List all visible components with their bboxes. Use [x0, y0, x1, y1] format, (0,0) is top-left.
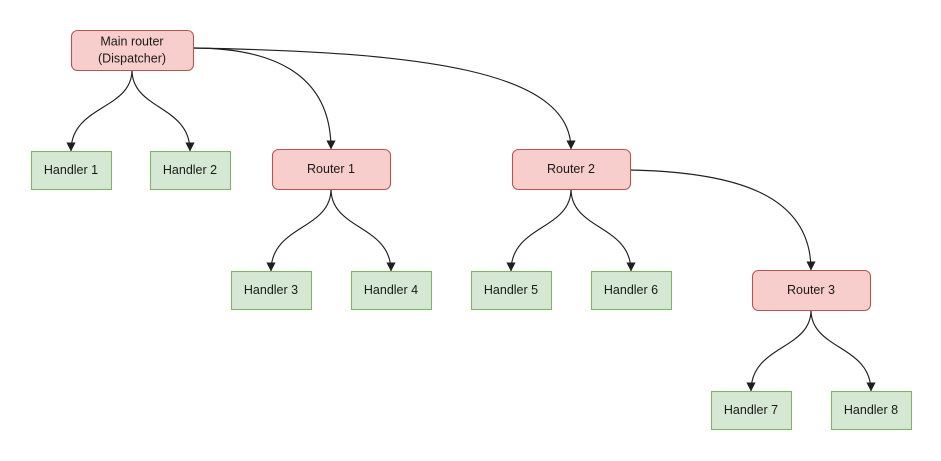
edge-main-router-to-handler-2-line: [131, 69, 191, 152]
router-3-node[interactable]: Router 3: [751, 269, 872, 312]
handler-6-node[interactable]: Handler 6: [590, 270, 673, 311]
handler-5-node-shape[interactable]: [470, 270, 553, 311]
edge-main-router-to-router-1-line: [192, 47, 332, 150]
edge-main-router-to-handler-2: [131, 69, 195, 152]
router-1-node-shape[interactable]: [271, 148, 392, 191]
handler-6-node-shape[interactable]: [590, 270, 673, 311]
edges-layer: [66, 47, 876, 392]
edge-main-router-to-handler-1-line: [70, 69, 133, 152]
handler-1-node-shape[interactable]: [30, 150, 113, 191]
handler-8-node-shape[interactable]: [830, 390, 913, 431]
arrow-head-icon: [266, 262, 276, 272]
router-3-node-shape[interactable]: [751, 269, 872, 312]
arrow-head-icon: [746, 382, 756, 392]
nodes-layer: Main router(Dispatcher) Handler 1 Handler …: [30, 29, 913, 431]
handler-7-node[interactable]: Handler 7: [710, 390, 793, 431]
arrow-head-icon: [506, 262, 516, 272]
arrow-head-icon: [626, 262, 636, 272]
arrow-head-icon: [866, 382, 876, 392]
router-2-node[interactable]: Router 2: [511, 148, 632, 191]
arrow-head-icon: [66, 142, 76, 152]
edge-router-2-to-router-3: [629, 169, 816, 271]
router-2-node-shape[interactable]: [511, 148, 632, 191]
main-router-node-shape[interactable]: [70, 29, 195, 72]
handler-4-node[interactable]: Handler 4: [350, 270, 433, 311]
edge-router-2-to-handler-5: [506, 188, 572, 272]
edge-router-1-to-handler-3: [266, 188, 332, 272]
router-1-node[interactable]: Router 1: [271, 148, 392, 191]
arrow-head-icon: [806, 261, 816, 271]
handler-5-node[interactable]: Handler 5: [470, 270, 553, 311]
edge-main-router-to-router-2: [192, 47, 576, 150]
edge-router-3-to-handler-7-line: [750, 309, 812, 392]
handler-8-node[interactable]: Handler 8: [830, 390, 913, 431]
arrow-head-icon: [566, 140, 576, 150]
edge-main-router-to-handler-1: [66, 69, 133, 152]
handler-7-node-shape[interactable]: [710, 390, 793, 431]
arrow-head-icon: [386, 262, 396, 272]
edge-router-3-to-handler-8: [810, 309, 876, 392]
handler-3-node-shape[interactable]: [230, 270, 313, 311]
edge-router-1-to-handler-3-line: [270, 188, 332, 272]
edge-router-2-to-handler-6-line: [570, 188, 632, 272]
edge-router-3-to-handler-8-line: [810, 309, 872, 392]
edge-router-1-to-handler-4: [330, 188, 396, 272]
main-router-node[interactable]: Main router(Dispatcher): [70, 29, 195, 72]
handler-2-node-shape[interactable]: [149, 150, 232, 191]
handler-2-node[interactable]: Handler 2: [149, 150, 232, 191]
handler-3-node[interactable]: Handler 3: [230, 270, 313, 311]
handler-1-node[interactable]: Handler 1: [30, 150, 113, 191]
handler-4-node-shape[interactable]: [350, 270, 433, 311]
edge-router-3-to-handler-7: [746, 309, 812, 392]
edge-router-2-to-handler-5-line: [510, 188, 572, 272]
edge-main-router-to-router-2-line: [192, 47, 572, 150]
edge-router-2-to-router-3-line: [629, 169, 812, 271]
edge-router-2-to-handler-6: [570, 188, 636, 272]
arrow-head-icon: [326, 140, 336, 150]
edge-router-1-to-handler-4-line: [330, 188, 392, 272]
edge-main-router-to-router-1: [192, 47, 336, 150]
arrow-head-icon: [185, 142, 195, 152]
